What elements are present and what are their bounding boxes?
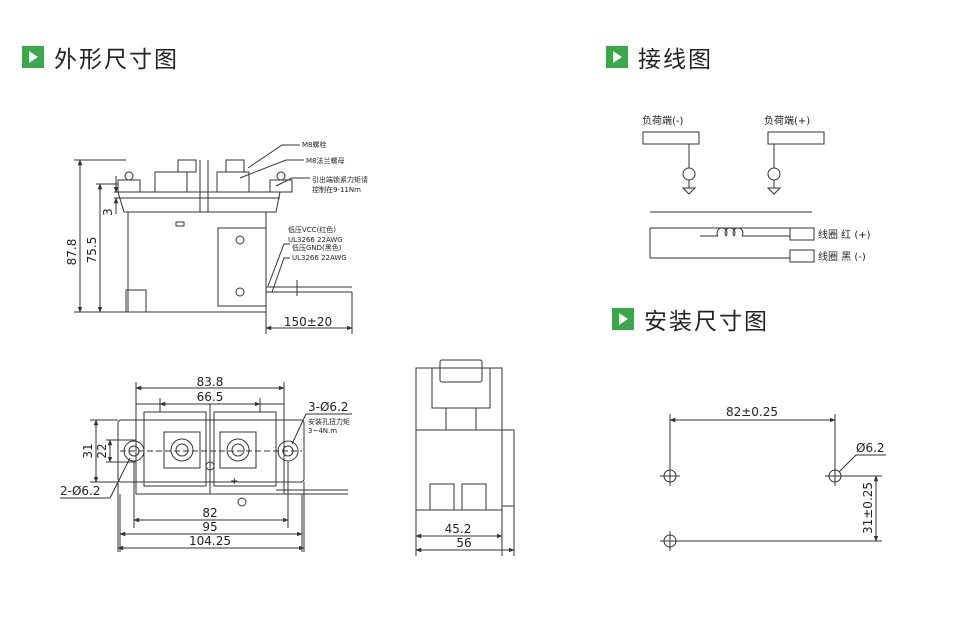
dim-83-8: 83.8	[197, 375, 224, 389]
coil-terminal-black	[789, 249, 815, 263]
load-terminal-pos	[767, 131, 825, 145]
dim-31: 31	[81, 443, 95, 458]
wiring-diagram	[642, 131, 825, 263]
section-title-outline: 外形尺寸图	[54, 47, 179, 73]
dim-22: 22	[95, 443, 109, 458]
note-torque-2: 控制在9-11Nm	[312, 185, 361, 194]
terminal-bolt-left	[170, 438, 194, 462]
terminal-right	[216, 171, 250, 193]
note-lv-gnd-2: UL3266 22AWG	[292, 254, 347, 262]
label-load-pos: 负荷端(+)	[764, 114, 810, 127]
note-torque-mount-1: 安装孔扭力矩	[308, 417, 350, 426]
note-nut: M8法兰螺母	[306, 156, 345, 165]
label-coil-red: 线圈 红 (+)	[818, 228, 871, 241]
front-view	[60, 382, 352, 552]
dim-span: 82±0.25	[726, 405, 778, 419]
side-view	[74, 144, 353, 334]
note-lv-vcc-1: 低压VCC(红色)	[288, 225, 336, 234]
terminal-bolt-right	[226, 438, 250, 462]
label-coil-black: 线圈 黑 (-)	[818, 250, 866, 263]
terminal-left	[154, 171, 188, 193]
relay-body	[127, 211, 267, 313]
coil-cover	[217, 227, 267, 307]
coil-symbol	[716, 227, 744, 237]
section-header-outline: 外形尺寸图	[22, 40, 179, 74]
note-torque-1: 引出端锁紧力矩请	[312, 175, 368, 184]
note-lv-gnd-1: 低压GND(黑色)	[292, 243, 342, 252]
coil-terminal-red	[789, 227, 815, 241]
label-3-holes: 3-Ø6.2	[308, 400, 349, 414]
dim-lead-length: 150±20	[284, 315, 332, 329]
label-plus: +	[230, 476, 238, 487]
dim-82: 82	[202, 506, 217, 520]
dim-66-5: 66.5	[197, 390, 224, 404]
section-title-wiring: 接线图	[638, 47, 713, 73]
note-bolt: M8螺栓	[302, 140, 327, 149]
play-triangle-icon	[606, 46, 628, 68]
play-triangle-icon	[22, 46, 44, 68]
dim-95: 95	[202, 520, 217, 534]
play-triangle-icon	[612, 308, 634, 330]
section-header-mounting: 安装尺寸图	[612, 302, 769, 336]
dim-104-25: 104.25	[189, 534, 231, 548]
load-terminal-neg	[642, 131, 700, 145]
note-torque-mount-2: 3~4N.m	[308, 427, 337, 435]
dim-pitch: 31±0.25	[861, 482, 875, 534]
dim-45-2: 45.2	[445, 522, 472, 536]
dim-87-8: 87.8	[65, 239, 79, 266]
section-title-mounting: 安装尺寸图	[644, 309, 769, 335]
mounting-diagram	[660, 414, 886, 551]
section-header-wiring: 接线图	[606, 40, 713, 74]
top-flange	[117, 191, 281, 213]
end-view	[415, 359, 515, 556]
note-lv-vcc-2: UL3266 22AWG	[288, 236, 343, 244]
mount-plate	[117, 419, 305, 483]
dim-3: 3	[101, 208, 115, 216]
dim-56: 56	[456, 536, 471, 550]
end-housing	[415, 367, 503, 511]
label-2-holes: 2-Ø6.2	[60, 484, 101, 498]
label-load-neg: 负荷端(-)	[642, 114, 684, 127]
dim-hole: Ø6.2	[856, 441, 885, 455]
dim-75-5: 75.5	[85, 237, 99, 264]
